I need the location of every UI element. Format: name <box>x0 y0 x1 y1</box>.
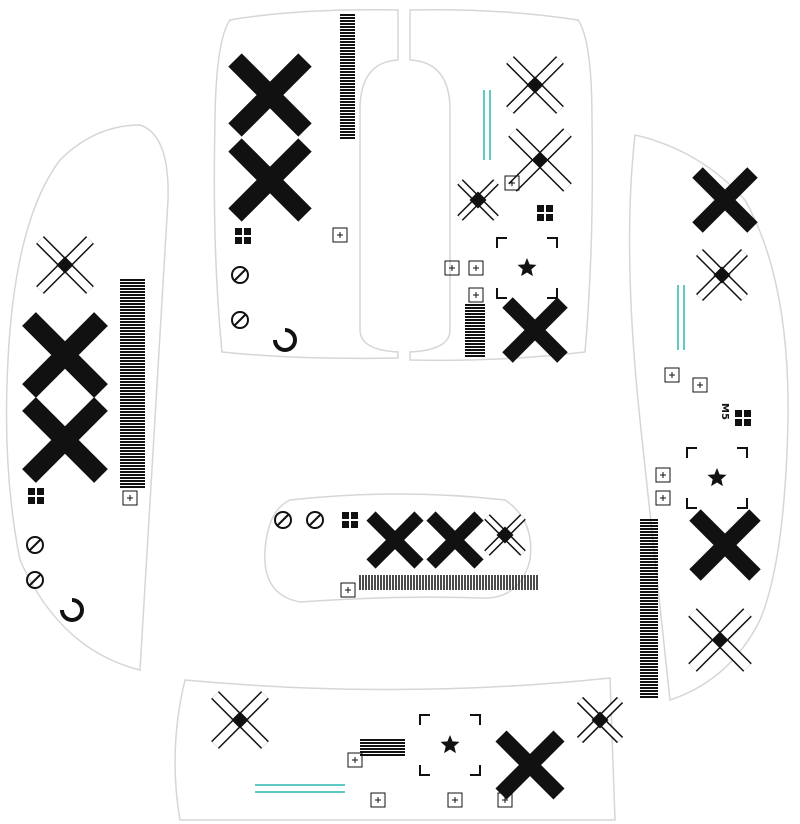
x-mark-icon <box>426 511 484 569</box>
diamond-icon <box>531 151 549 169</box>
crosshair-icon <box>340 582 356 598</box>
circle-slash-icon <box>26 536 44 554</box>
arc-icon <box>273 328 297 352</box>
crosshair-icon <box>347 752 363 768</box>
grid-icon <box>744 419 751 426</box>
crosshair-plus <box>337 232 343 238</box>
target-frame-icon <box>496 237 558 299</box>
star-icon <box>517 258 537 277</box>
circle-slash-line <box>233 313 247 327</box>
circle-slash-line <box>308 513 322 527</box>
x-mark-icon <box>692 167 758 233</box>
crosshair-plus <box>660 495 666 501</box>
crosshair-plus <box>509 180 515 186</box>
x-mark-icon <box>22 397 108 483</box>
crosshair-plus <box>473 265 479 271</box>
diamond-icon <box>713 266 731 284</box>
arc-icon <box>60 598 84 622</box>
grid-icon <box>342 521 349 528</box>
star-icon <box>440 735 460 754</box>
target-frame-icon <box>686 447 748 509</box>
diamond-icon <box>711 631 729 649</box>
crosshair-plus <box>127 495 133 501</box>
x-mark-icon <box>22 312 108 398</box>
crosshair-plus <box>473 292 479 298</box>
circle-slash-icon <box>231 311 249 329</box>
grid-icon <box>28 488 35 495</box>
crosshair-icon <box>332 227 348 243</box>
target-frame-icon <box>419 714 481 776</box>
diamond-icon <box>526 76 544 94</box>
grid-icon <box>244 237 251 244</box>
crosshair-plus <box>452 797 458 803</box>
crosshair-plus <box>345 587 351 593</box>
crosshair-icon <box>370 792 386 808</box>
piece-left-side <box>5 124 169 671</box>
grid-icon <box>537 214 544 221</box>
grid-icon <box>342 512 349 519</box>
crosshair-plus <box>352 757 358 763</box>
grid-icon <box>546 214 553 221</box>
crosshair-icon <box>692 377 708 393</box>
x-mark-icon <box>228 53 312 137</box>
circle-slash-line <box>28 573 42 587</box>
grid-icon <box>37 488 44 495</box>
crosshair-icon <box>497 792 513 808</box>
circle-slash-line <box>276 513 290 527</box>
grid-icon <box>537 205 544 212</box>
diamond-icon <box>496 526 514 544</box>
grid-icon <box>351 521 358 528</box>
model-label: M5 <box>718 403 730 420</box>
crosshair-icon <box>504 175 520 191</box>
crosshair-icon <box>468 260 484 276</box>
circle-slash-line <box>28 538 42 552</box>
grid-icon <box>351 512 358 519</box>
circle-slash-icon <box>26 571 44 589</box>
diamond-icon <box>231 711 249 729</box>
circle-slash-icon <box>231 266 249 284</box>
grid-icon <box>735 419 742 426</box>
crosshair-plus <box>697 382 703 388</box>
circle-slash-icon <box>306 511 324 529</box>
grid-icon <box>28 497 35 504</box>
x-mark-icon <box>495 730 565 800</box>
grid-icon <box>546 205 553 212</box>
crosshair-plus <box>449 265 455 271</box>
crosshair-icon <box>468 287 484 303</box>
grid-icon <box>735 410 742 417</box>
crosshair-icon <box>122 490 138 506</box>
crosshair-plus <box>669 372 675 378</box>
crosshair-icon <box>655 467 671 483</box>
circle-slash-line <box>233 268 247 282</box>
crosshair-icon <box>447 792 463 808</box>
crosshair-plus <box>660 472 666 478</box>
x-mark-icon <box>689 509 761 581</box>
star-icon <box>707 468 727 487</box>
grid-icon <box>37 497 44 504</box>
grid-icon <box>235 237 242 244</box>
grid-icon <box>744 410 751 417</box>
diamond-icon <box>591 711 609 729</box>
crosshair-plus <box>502 797 508 803</box>
crosshair-icon <box>664 367 680 383</box>
grid-icon <box>244 228 251 235</box>
x-mark-icon <box>228 138 312 222</box>
grid-icon <box>235 228 242 235</box>
x-mark-icon <box>502 297 568 363</box>
crosshair-plus <box>375 797 381 803</box>
diamond-icon <box>469 191 487 209</box>
x-mark-icon <box>366 511 424 569</box>
circle-slash-icon <box>274 511 292 529</box>
crosshair-icon <box>444 260 460 276</box>
crosshair-icon <box>655 490 671 506</box>
